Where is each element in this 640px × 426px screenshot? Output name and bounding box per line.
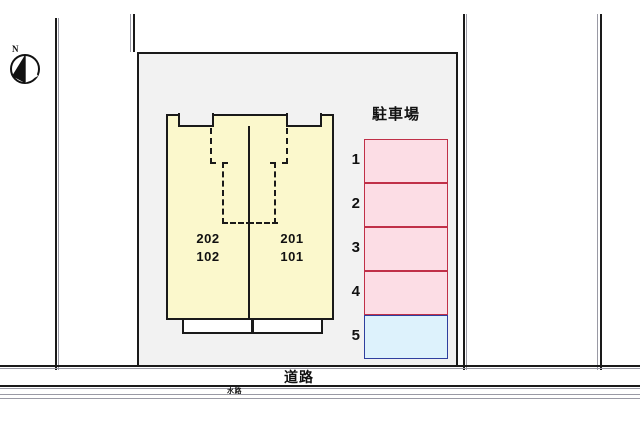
lot-line-east-outer — [600, 14, 602, 370]
unit-label-left: 202 102 — [174, 230, 242, 265]
road-label: 道路 — [284, 369, 314, 385]
building-notch-cap-right — [288, 112, 320, 115]
unit-label-right: 201 101 — [258, 230, 326, 265]
lot-line-west-inner-hairline — [130, 14, 131, 52]
compass-north-label: N — [12, 44, 19, 54]
lot-line-east-inner — [463, 14, 465, 370]
lot-line-west-outer — [55, 18, 57, 370]
lot-line-west-inner — [133, 14, 135, 52]
unit-number-101: 101 — [280, 248, 304, 264]
parking-stall-4-number: 4 — [351, 283, 360, 300]
lot-line-west-outer-hairline — [58, 18, 59, 370]
stair-outline-left-foot — [222, 222, 252, 224]
road-edge-north — [0, 365, 640, 367]
building-notch-cap-left — [180, 112, 212, 115]
waterway-edge-south — [0, 398, 640, 399]
parking-stall-5[interactable] — [364, 315, 448, 359]
entry-slab-right — [252, 318, 323, 334]
parking-stall-4[interactable] — [364, 271, 448, 315]
parking-stall-3-number: 3 — [351, 239, 360, 256]
compass-north-icon — [8, 52, 42, 86]
parking-stall-5-number: 5 — [351, 327, 360, 344]
entry-slab-left — [182, 318, 253, 334]
road-edge-south — [0, 385, 640, 387]
stair-outline-right-upper — [270, 128, 288, 164]
parking-stall-2[interactable] — [364, 183, 448, 227]
stair-outline-right-lower — [248, 162, 276, 224]
road-edge-north-hairline — [0, 368, 640, 369]
waterway-label: 水路 — [227, 388, 242, 395]
building-notch-right — [286, 113, 322, 127]
lot-line-east-outer-hairline — [597, 14, 598, 370]
stair-outline-left-upper — [210, 128, 228, 164]
stair-outline-left-lower — [222, 162, 250, 224]
lot-line-east-inner-hairline — [466, 14, 467, 370]
apartment-building: 202 102 201 101 — [166, 112, 334, 320]
stair-outline-right-foot — [248, 222, 278, 224]
unit-number-202: 202 — [196, 231, 220, 246]
parking-stall-1-number: 1 — [351, 151, 360, 168]
parking-stall-3[interactable] — [364, 227, 448, 271]
waterway-edge-north — [0, 394, 640, 395]
unit-number-201: 201 — [280, 231, 304, 246]
parking-stall-2-number: 2 — [351, 195, 360, 212]
unit-number-102: 102 — [196, 248, 220, 264]
building-notch-left — [178, 113, 214, 127]
road-edge-south-hairline — [0, 388, 640, 389]
parking-lot-title: 駐車場 — [372, 106, 421, 123]
parking-stall-1[interactable] — [364, 139, 448, 183]
